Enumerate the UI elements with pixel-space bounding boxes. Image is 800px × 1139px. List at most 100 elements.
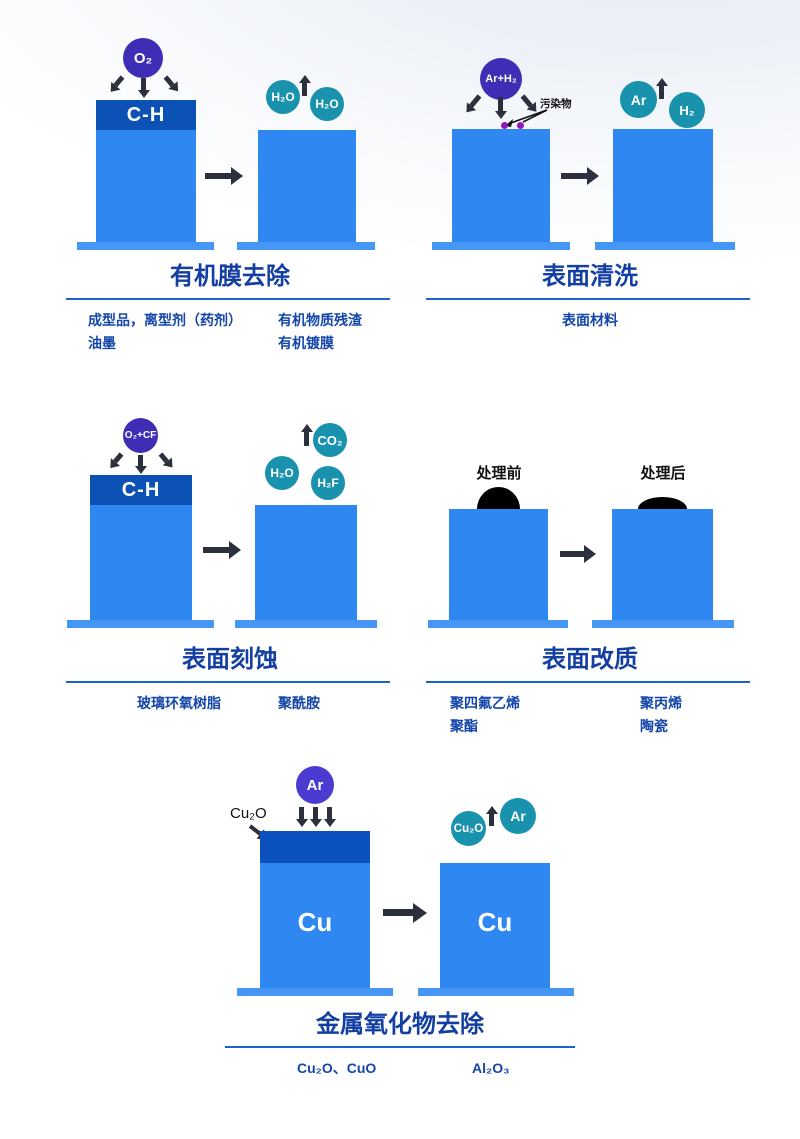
process-arrow-icon — [560, 551, 584, 557]
material-item: 聚酰胺 — [278, 695, 320, 711]
process-arrow-icon — [383, 909, 413, 916]
divider-line — [66, 298, 390, 300]
plasma-arrow-left-icon — [113, 75, 125, 88]
plasma-arrow-middle-icon — [138, 455, 143, 466]
diagram-surface-etching: O₂+CF C-H CO₂ H₂O H₂F — [60, 405, 400, 633]
before-treatment-label: 处理前 — [476, 465, 522, 482]
gas-bubble-label: Cu₂O — [453, 822, 484, 835]
panel-title: 表面清洗 — [542, 263, 638, 290]
oxide-layer-block — [260, 831, 370, 863]
process-arrow-icon — [561, 173, 587, 179]
diagram-surface-cleaning: Ar+H₂ 污染物 Ar H₂ — [420, 30, 760, 250]
material-item: 有机物质残渣 — [278, 312, 362, 328]
process-arrow-icon — [205, 173, 231, 179]
gas-bubble-circle: H₂O — [265, 456, 299, 490]
droplet-after — [638, 497, 687, 509]
panel-title: 有机膜去除 — [170, 263, 290, 290]
materials-list: 聚四氟乙烯 聚酯 聚丙烯 陶瓷 — [420, 692, 760, 738]
plasma-arrow-icon — [327, 807, 332, 819]
plasma-gas-label: O₂ — [133, 49, 153, 67]
gas-bubble-label: H₂F — [317, 476, 339, 490]
gas-bubble-circle: H₂F — [311, 466, 345, 500]
plasma-gas-label: Ar — [306, 776, 324, 794]
metal-label: Cu — [297, 907, 333, 937]
materials-column-left: Cu₂O、CuO — [297, 1057, 437, 1080]
plasma-arrow-icon — [299, 807, 304, 819]
plasma-arrow-left-icon — [113, 452, 124, 464]
plasma-arrow-right-icon — [163, 75, 175, 88]
metal-block-before: Cu — [260, 863, 370, 988]
contaminant-pointer-lines-icon — [505, 109, 548, 127]
substrate-base-after — [237, 242, 375, 250]
substrate-base-before — [67, 620, 214, 628]
surface-layer-label: C-H — [126, 103, 166, 126]
gas-bubble-circle: CO₂ — [313, 423, 347, 457]
oxide-annotation-label: Cu₂O — [230, 805, 267, 822]
panel-surface-etching: O₂+CF C-H CO₂ H₂O H₂F 表面刻蚀 — [60, 405, 400, 715]
surface-layer-block: C-H — [90, 475, 192, 505]
contaminant-dot — [501, 122, 508, 129]
substrate-base-before — [77, 242, 214, 250]
gas-bubble-circle: Cu₂O — [451, 811, 486, 846]
gas-bubble-label: H₂O — [270, 466, 294, 480]
substrate-base-after — [235, 620, 377, 628]
contaminant-dot — [517, 122, 524, 129]
substrate-base-before — [432, 242, 570, 250]
surface-layer-label: C-H — [121, 478, 161, 501]
substrate-block-after — [258, 130, 356, 242]
material-item: 有机镀膜 — [278, 335, 334, 351]
divider-line — [66, 681, 390, 683]
gas-bubble-circle: H₂O — [266, 80, 300, 114]
emission-arrow-icon — [659, 86, 664, 99]
substrate-block-before — [96, 130, 196, 242]
materials-column-right: 聚丙烯 陶瓷 — [640, 692, 682, 738]
divider-line — [225, 1046, 575, 1048]
surface-layer-block: C-H — [96, 100, 196, 130]
materials-column-right: Al₂O₃ — [472, 1057, 510, 1080]
diagram-metal-oxide-removal: Ar Cu₂O Cu Cu₂O Ar Cu — [200, 760, 600, 996]
plasma-gas-circle: Ar — [296, 766, 334, 804]
diagram-organic-film-removal: O₂ C-H H₂O H₂O — [60, 30, 400, 250]
metal-base-after — [418, 988, 574, 996]
materials-column-right: 有机物质残渣 有机镀膜 — [278, 309, 362, 355]
material-item: Al₂O₃ — [472, 1060, 510, 1076]
materials-list: 玻璃环氧树脂 聚酰胺 — [60, 692, 400, 715]
substrate-block-before — [452, 129, 550, 242]
emission-arrow-icon — [302, 83, 307, 96]
gas-bubble-circle: Ar — [620, 81, 657, 118]
material-item: 油墨 — [88, 335, 116, 351]
substrate-base-after — [592, 620, 734, 628]
material-item: 聚四氟乙烯 — [450, 695, 520, 711]
droplet-before — [477, 487, 520, 509]
plasma-gas-label: Ar+H₂ — [485, 73, 517, 85]
substrate-block-before — [90, 505, 192, 620]
materials-column-left: 聚四氟乙烯 聚酯 — [450, 692, 626, 738]
panel-title: 表面刻蚀 — [182, 646, 278, 673]
gas-bubble-circle: Ar — [500, 798, 536, 834]
material-item: 聚酯 — [450, 718, 478, 734]
material-item: 玻璃环氧树脂 — [137, 695, 221, 711]
metal-block-after: Cu — [440, 863, 550, 988]
substrate-base-before — [428, 620, 568, 628]
divider-line — [426, 681, 750, 683]
plasma-arrow-right-icon — [520, 94, 533, 108]
divider-line — [426, 298, 750, 300]
panel-surface-cleaning: Ar+H₂ 污染物 Ar H₂ — [420, 30, 760, 332]
substrate-base-after — [595, 242, 735, 250]
emission-arrow-icon — [304, 432, 309, 446]
panel-title: 金属氧化物去除 — [316, 1011, 484, 1038]
substrate-block-after — [612, 509, 713, 620]
material-item: Cu₂O、CuO — [297, 1060, 377, 1076]
process-arrow-icon — [203, 547, 229, 553]
materials-column-left: 成型品，离型剂（药剂） 油墨 — [88, 309, 266, 355]
materials-column-right: 聚酰胺 — [278, 692, 320, 715]
materials-list: 成型品，离型剂（药剂） 油墨 有机物质残渣 有机镀膜 — [60, 309, 400, 355]
gas-bubble-label: H₂O — [315, 97, 339, 111]
materials-column-left: 玻璃环氧树脂 — [137, 692, 267, 715]
material-item: 聚丙烯 — [640, 695, 682, 711]
emission-arrow-icon — [489, 814, 494, 826]
material-item: 陶瓷 — [640, 718, 668, 734]
gas-bubble-label: Ar — [510, 808, 526, 824]
plasma-gas-circle: O₂+CF — [123, 418, 158, 453]
